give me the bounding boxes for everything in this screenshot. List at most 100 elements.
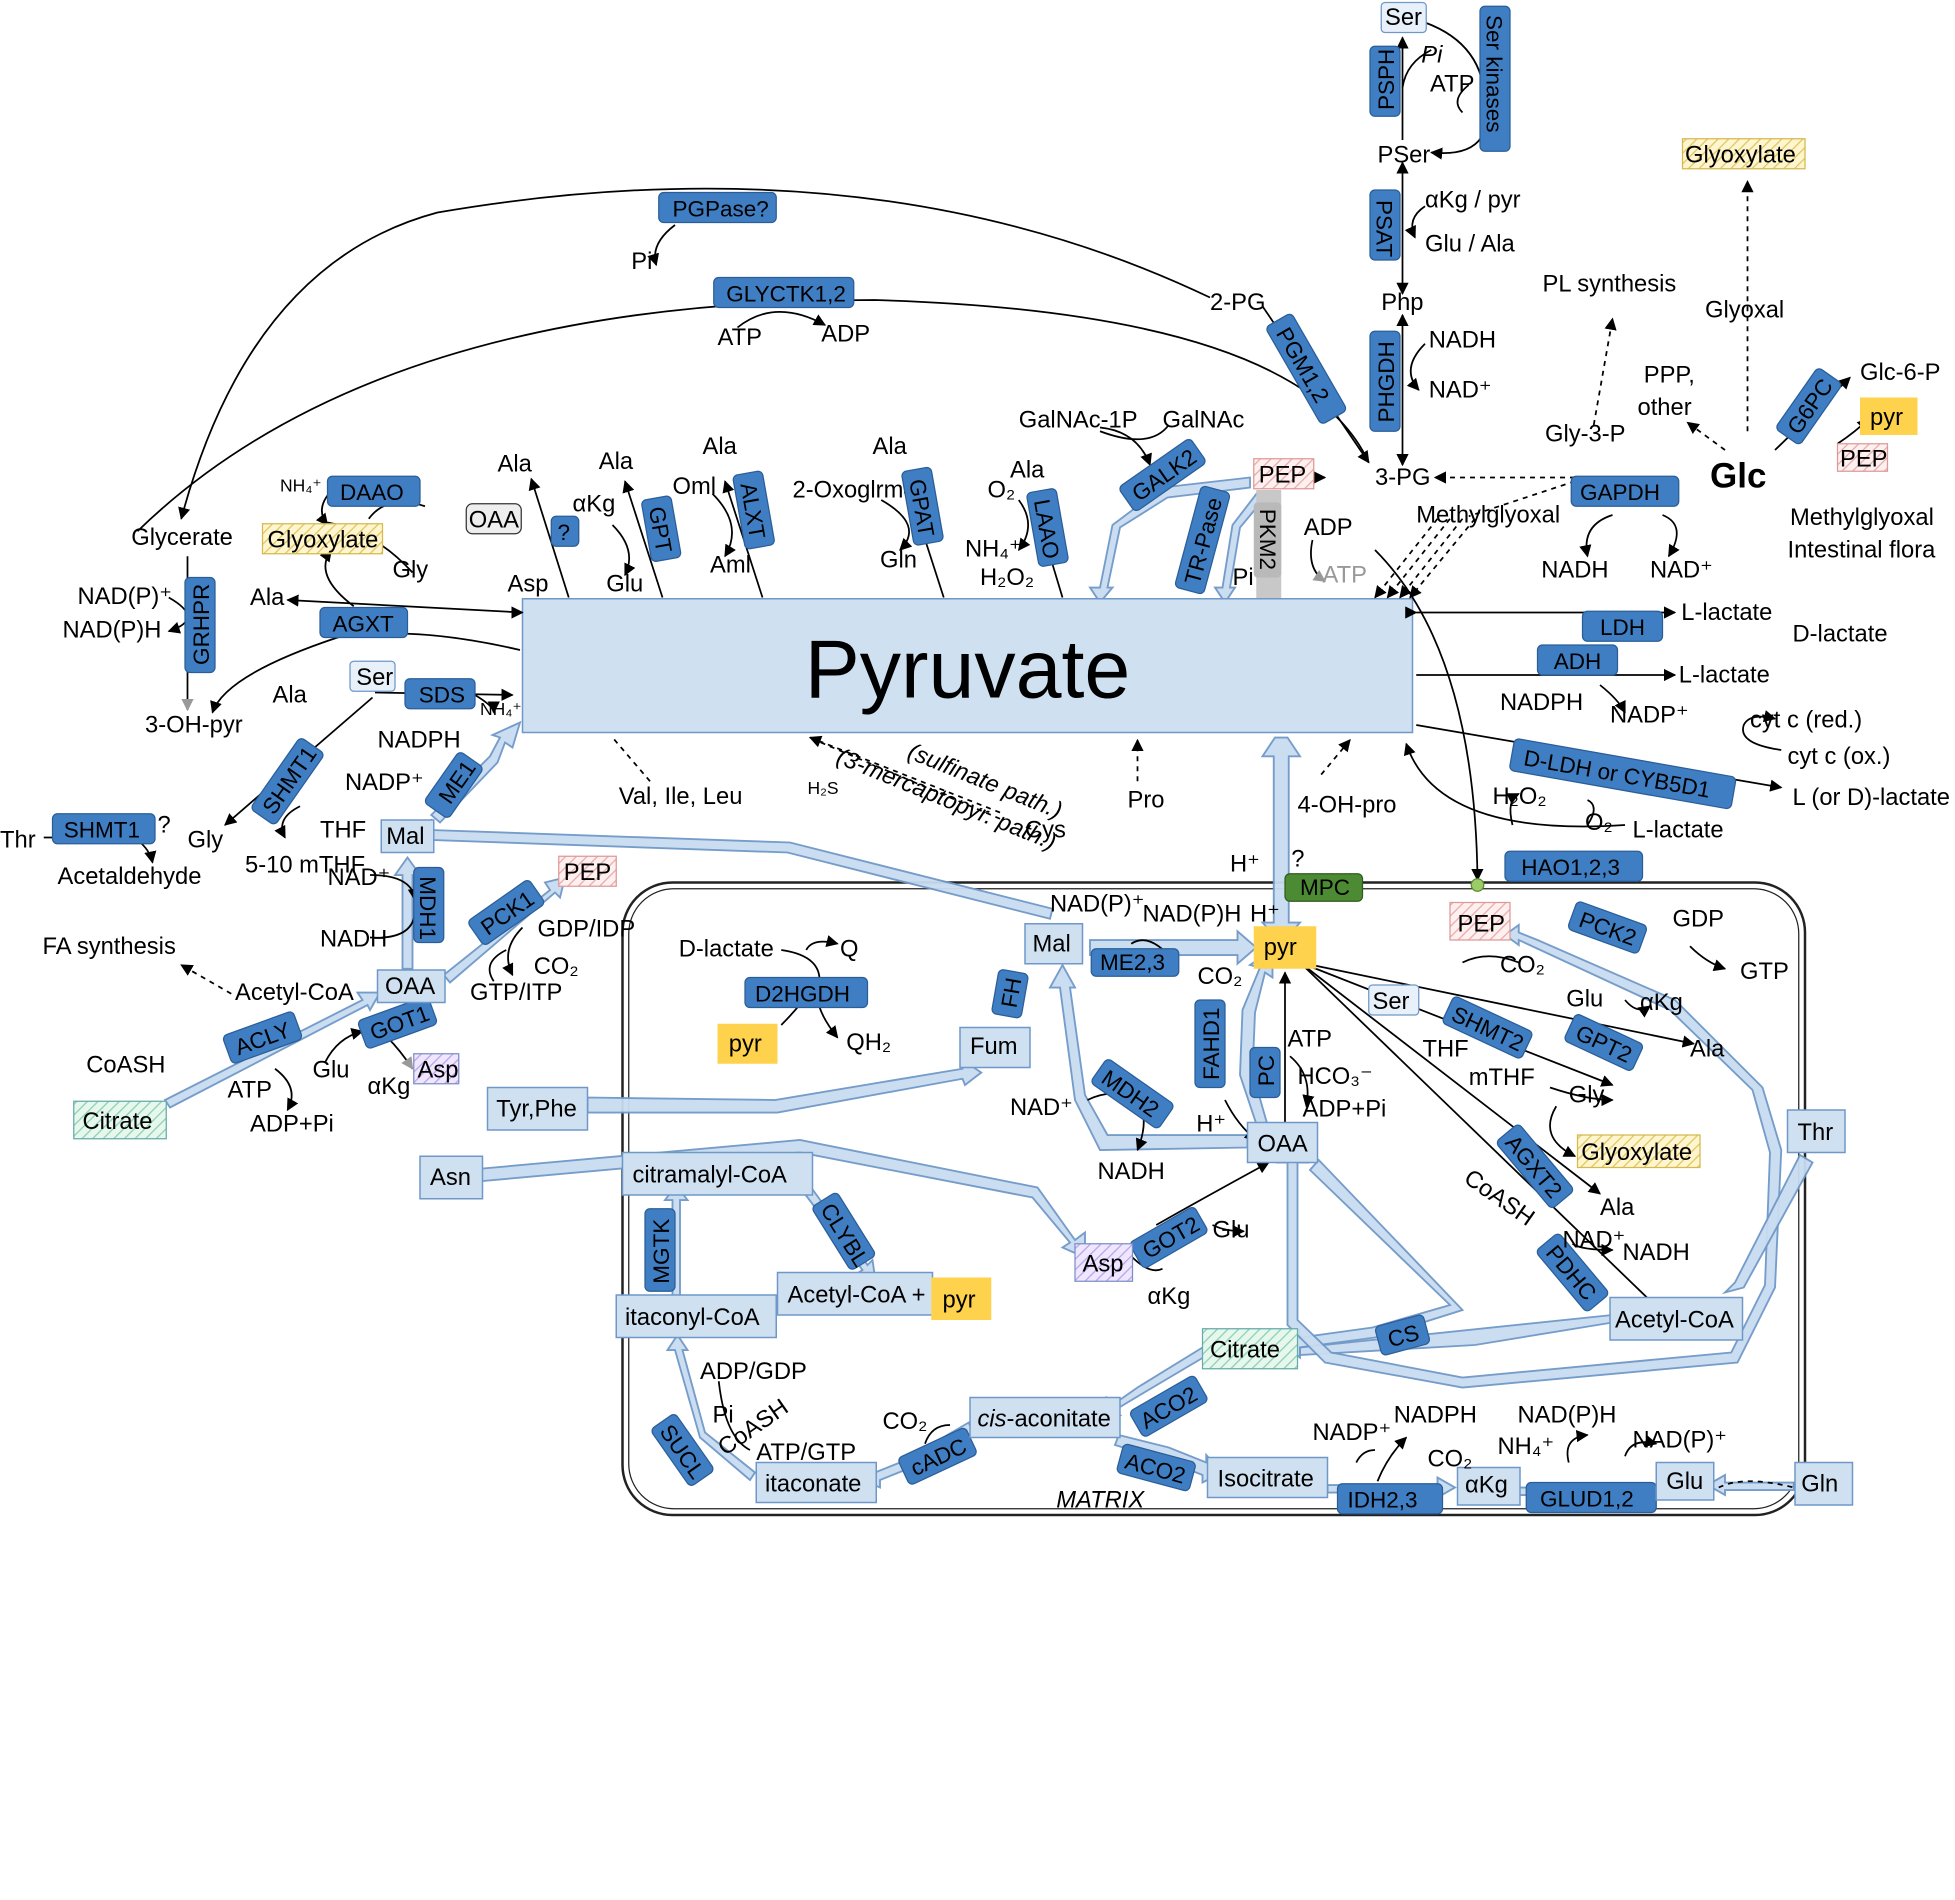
svg-text:NADP⁺: NADP⁺ (345, 769, 424, 796)
svg-text:ADH: ADH (1554, 649, 1602, 674)
svg-text:NADH: NADH (1541, 557, 1608, 584)
svg-text:D-lactate: D-lactate (1793, 620, 1888, 647)
svg-text:ATP: ATP (1288, 1025, 1332, 1052)
svg-text:NADH: NADH (1098, 1158, 1165, 1185)
svg-text:?: ? (1291, 845, 1304, 872)
svg-text:Val, Ile, Leu: Val, Ile, Leu (619, 783, 743, 810)
cis-aconitate: cis-aconitate (978, 1405, 1111, 1432)
svg-text:THF: THF (320, 817, 366, 844)
enzyme-clyb: CLYBL (812, 1192, 876, 1271)
pyruvate-label: Pyruvate (805, 624, 1131, 716)
pyr-d2hgdh: pyr (729, 1030, 762, 1057)
svg-text:cyt c (red.): cyt c (red.) (1750, 707, 1862, 734)
akg-matrix: αKg (1465, 1472, 1508, 1499)
svg-text:D2HGDH: D2HGDH (755, 981, 850, 1006)
svg-text:2-Oxoglrm: 2-Oxoglrm (793, 477, 904, 504)
svg-text:Pi: Pi (631, 248, 652, 275)
svg-text:THF: THF (1423, 1035, 1469, 1062)
svg-text:Gly: Gly (188, 827, 224, 854)
svg-text:GDP: GDP (1673, 905, 1724, 932)
enzyme-pkm2: PKM2 (1253, 502, 1282, 578)
svg-text:mTHF: mTHF (1469, 1064, 1535, 1091)
enzyme-gpat: GPAT (901, 466, 944, 546)
svg-text:CO₂: CO₂ (1500, 952, 1545, 979)
svg-text:CoASH: CoASH (86, 1052, 165, 1079)
svg-text:L (or D)-lactate: L (or D)-lactate (1793, 784, 1951, 811)
svg-text:MGTK: MGTK (649, 1219, 674, 1284)
glyoxylate-top: Glyoxylate (1685, 142, 1796, 169)
svg-text:NAD⁺: NAD⁺ (1650, 557, 1713, 584)
svg-text:L-lactate: L-lactate (1681, 599, 1772, 626)
svg-text:NAD(P)⁺: NAD(P)⁺ (1050, 890, 1144, 917)
svg-text:MPC: MPC (1300, 875, 1350, 900)
svg-text:cyt c (ox.): cyt c (ox.) (1788, 743, 1891, 770)
enzyme-fh: FH (991, 969, 1029, 1019)
svg-text:ADP+Pi: ADP+Pi (1303, 1095, 1387, 1122)
svg-text:Ser kinases: Ser kinases (1481, 15, 1506, 133)
svg-text:NADP⁺: NADP⁺ (1610, 702, 1689, 729)
svg-text:Acetaldehyde: Acetaldehyde (58, 863, 202, 890)
svg-text:NAD(P)H: NAD(P)H (1143, 900, 1242, 927)
svg-text:Glu: Glu (1566, 985, 1603, 1012)
pep-g6pc: PEP (1840, 445, 1888, 472)
svg-text:ATP/GTP: ATP/GTP (756, 1439, 856, 1466)
svg-text:ATP: ATP (228, 1077, 272, 1104)
svg-text:PSPH: PSPH (1374, 49, 1399, 110)
svg-text:H⁺: H⁺ (1230, 850, 1260, 877)
svg-text:Acetyl-CoA +: Acetyl-CoA + (788, 1282, 926, 1309)
svg-text:CO₂: CO₂ (534, 953, 579, 980)
svg-text:NAD(P)⁺: NAD(P)⁺ (1633, 1427, 1727, 1454)
ser-matrix: Ser (1373, 988, 1410, 1015)
gln-matrix: Gln (1801, 1470, 1838, 1497)
svg-text:Glu: Glu (606, 570, 643, 597)
svg-text:LDH: LDH (1600, 615, 1645, 640)
glu-matrix: Glu (1666, 1468, 1703, 1495)
svg-text:Asp: Asp (508, 570, 549, 597)
enzyme-fahd1: FAHD1 (1194, 999, 1226, 1089)
svg-text:NADH: NADH (1429, 327, 1496, 354)
svg-text:FA synthesis: FA synthesis (43, 933, 176, 960)
enzyme-glyctk: GLYCTK1,2 (713, 276, 855, 309)
svg-text:NAD⁺: NAD⁺ (1010, 1094, 1073, 1121)
asp-matrix: Asp (1083, 1250, 1124, 1277)
svg-text:αKg: αKg (1148, 1283, 1191, 1310)
svg-text:NAD(P)H: NAD(P)H (1518, 1402, 1617, 1429)
oaa-matrix: OAA (1258, 1130, 1308, 1157)
svg-text:L-lactate: L-lactate (1633, 817, 1724, 844)
svg-text:GAPDH: GAPDH (1580, 480, 1660, 505)
svg-text:Oml: Oml (673, 473, 717, 500)
enzyme-daao: DAAO (326, 475, 421, 507)
svg-text:Ala: Ala (273, 682, 308, 709)
svg-text:Pro: Pro (1128, 787, 1165, 814)
svg-text:ADP: ADP (821, 320, 870, 347)
svg-text:FAHD1: FAHD1 (1199, 1007, 1224, 1080)
svg-text:NADPH: NADPH (1394, 1402, 1477, 1429)
svg-text:Gly: Gly (1569, 1082, 1605, 1109)
svg-text:ADP/GDP: ADP/GDP (700, 1358, 807, 1385)
isocitrate: Isocitrate (1218, 1465, 1314, 1492)
svg-text:ME2,3: ME2,3 (1100, 950, 1165, 975)
svg-text:NH₄⁺: NH₄⁺ (965, 535, 1022, 562)
svg-text:NH₄⁺: NH₄⁺ (480, 699, 522, 719)
enzyme-agxt: AGXT (319, 606, 409, 639)
svg-text:ATP: ATP (1430, 70, 1474, 97)
svg-text:NADH: NADH (320, 925, 387, 952)
svg-text:NH₄⁺: NH₄⁺ (280, 475, 322, 495)
svg-text:Ala: Ala (1600, 1194, 1635, 1221)
svg-text:ADP+Pi: ADP+Pi (250, 1110, 334, 1137)
svg-text:Cys: Cys (1025, 817, 1066, 844)
svg-text:GalNAc: GalNAc (1163, 407, 1245, 434)
metabolite-boxes (73, 1, 1918, 1506)
enzyme-idh: IDH2,3 (1336, 1483, 1444, 1515)
enzyme-psat: PSAT (1369, 189, 1401, 261)
pyr-matrix: pyr (1264, 934, 1297, 961)
svg-text:Ala: Ala (599, 448, 634, 475)
svg-text:NADPH: NADPH (378, 727, 461, 754)
pep-cytosol: PEP (564, 859, 612, 886)
svg-text:Q: Q (840, 935, 858, 962)
svg-text:PHGDH: PHGDH (1374, 341, 1399, 422)
svg-text:IDH2,3: IDH2,3 (1348, 1488, 1418, 1513)
svg-text:SDS: SDS (419, 683, 465, 708)
svg-text:DAAO: DAAO (340, 480, 404, 505)
svg-text:Gln: Gln (880, 547, 917, 574)
